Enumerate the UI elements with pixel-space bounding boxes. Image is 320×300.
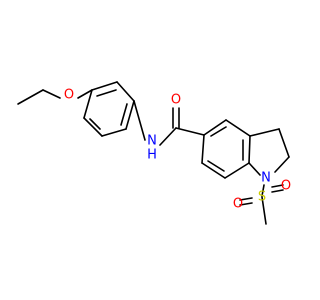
bond-ch2 [278,128,290,158]
bond-ch2-n [274,156,290,173]
bond-ch2 [249,128,280,137]
bond-carbonyl-ring [175,127,205,136]
atom-sulfonyl-o-left: O [233,197,243,212]
bond-benzene-double [210,126,227,137]
atom-labels: O O N H N S O O [64,88,291,212]
bond-n-ring [248,162,261,176]
bond-benzene [248,135,251,164]
bond-benzene [225,119,251,137]
bond-s-o [239,197,253,201]
bond-phenyl-double [96,89,117,97]
bond-o-ring [77,89,93,99]
bond-s-o [239,202,253,206]
bond-ethyl [17,89,44,105]
atom-indoline-n: N [261,171,271,186]
bond-s-methyl [261,196,267,225]
bond-benzene [201,162,226,179]
atom-ether-o: O [64,88,74,103]
bond-phenyl-double [89,118,101,130]
bond-n-s [261,184,265,197]
molecule-structure: O O N H N S O O [17,81,291,225]
bond-benzene [203,119,227,136]
bond-phenyl [116,81,135,102]
atom-amide-o: O [171,93,181,108]
bond-n-carbonyl [159,127,177,146]
bond-phenyl-double [120,103,128,126]
bond-phenyl [125,100,135,130]
bond-phenyl [91,81,118,91]
bond-s-o [271,184,284,188]
atom-amide-h: H [147,148,157,163]
bond-benzene [201,134,205,164]
bond-s-o [271,189,284,193]
bond-benzene [224,162,250,179]
bond-phenyl [101,128,127,137]
bond-phenyl [83,117,103,137]
bond-phenyl [83,89,93,119]
bond-benzene-double [207,160,225,172]
atom-sulfonyl-o-right: O [281,179,291,194]
bond-ethyl-o [42,89,61,99]
atom-sulfur: S [258,190,266,205]
bond-layer [17,81,290,225]
bond-ring-n [133,100,146,141]
atom-amide-n: N [147,134,157,149]
